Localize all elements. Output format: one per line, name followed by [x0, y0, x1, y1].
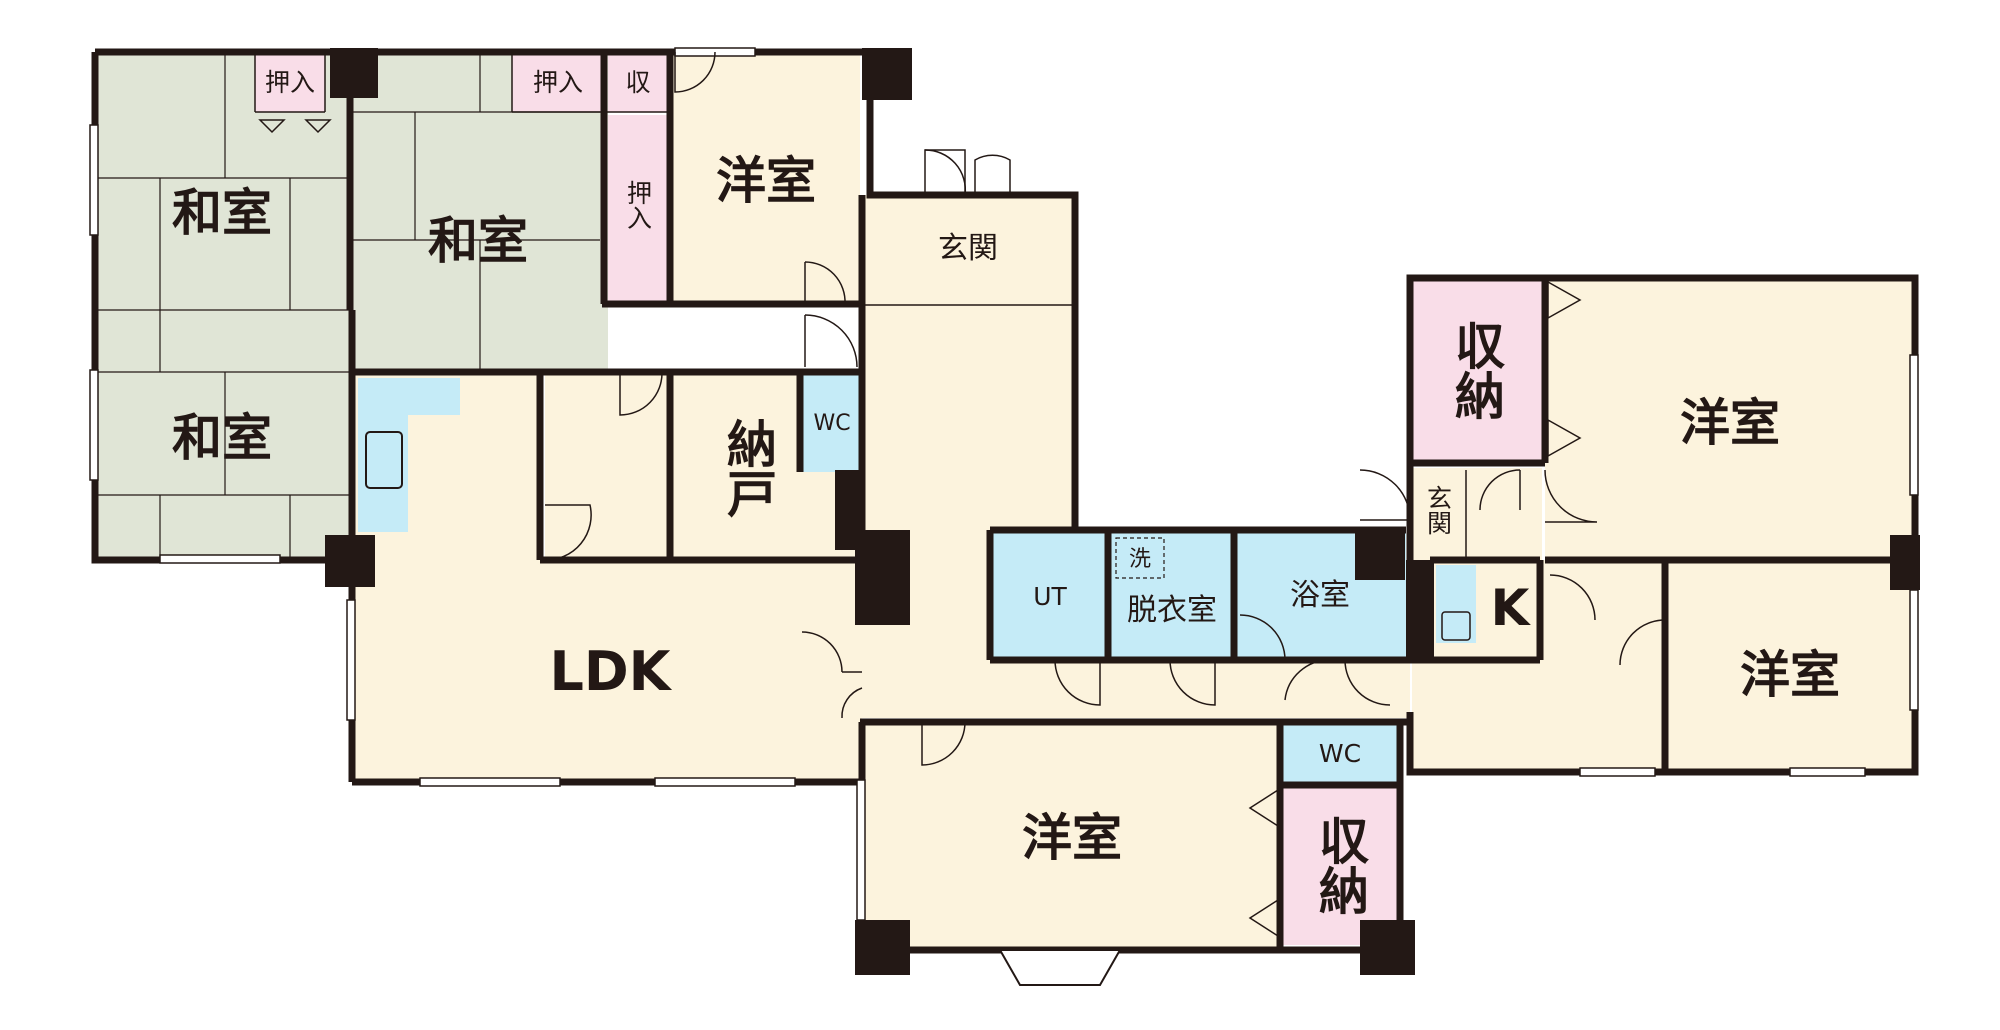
bay-window	[998, 949, 1122, 986]
oshiire-3-label: 押入	[624, 180, 653, 230]
kitchen-counter	[358, 378, 460, 532]
wc-1-label: WC	[813, 411, 850, 436]
door-swings	[544, 51, 1666, 766]
yoshitsu-bottom-label: 洋室	[1022, 809, 1122, 867]
yoshitsu-right-small-label: 洋室	[1740, 646, 1840, 704]
shuno-bottom-label: 収納	[1311, 815, 1369, 915]
washer-space	[1115, 537, 1165, 579]
room-fills	[95, 52, 1915, 950]
labels: 和室 和室 和室 押入 押入 収 押入 洋室 玄関 LDK 納戸 WC UT 洗…	[172, 68, 1840, 915]
shu-floor	[608, 52, 670, 112]
pillars	[325, 48, 1920, 975]
datsuishitsu-label: 脱衣室	[1127, 593, 1217, 628]
closet-doors	[258, 119, 1582, 938]
ut-floor	[990, 532, 1108, 657]
yoshitsu-top-label: 洋室	[716, 152, 816, 210]
wc-2-label: WC	[1319, 739, 1361, 768]
genkan-label: 玄関	[938, 231, 998, 266]
shu-label: 収	[625, 68, 650, 97]
yokushitsu-label: 浴室	[1290, 578, 1350, 613]
oshiire-1-floor	[255, 52, 325, 112]
wc-2-floor	[1280, 722, 1398, 782]
wc-1-floor	[802, 372, 862, 472]
yoshitsu-right-big-floor	[1545, 278, 1915, 560]
shuno-bottom-floor	[1280, 785, 1398, 945]
nando-label: 納戸	[719, 418, 777, 518]
datsuishitsu-floor	[1110, 532, 1232, 657]
oshiire-2-label: 押入	[533, 68, 583, 97]
ldk-label: LDK	[549, 640, 672, 703]
k-label: K	[1491, 579, 1532, 637]
shuno-right-label: 収納	[1447, 320, 1505, 420]
kitchen-sink-basin	[365, 431, 403, 489]
washitsu-1-label: 和室	[172, 184, 272, 242]
washitsu-3-label: 和室	[172, 409, 272, 467]
yoshitsu-top-floor	[672, 52, 860, 304]
oshiire-3-floor	[608, 115, 670, 305]
sen-label: 洗	[1129, 547, 1151, 572]
ut-label: UT	[1033, 582, 1067, 611]
shuno-right-floor	[1412, 278, 1542, 463]
oshiire-2-floor	[512, 52, 602, 112]
oshiire-1-label: 押入	[265, 68, 315, 97]
ldk-floor	[352, 372, 862, 782]
yoshitsu-right-small-floor	[1665, 562, 1915, 772]
kitchen-2-basin	[1441, 611, 1471, 641]
yoshitsu-bottom-floor	[862, 722, 1278, 950]
washitsu-3-floor	[95, 310, 350, 560]
genkan-2-label: 玄関	[1424, 485, 1453, 535]
yoshitsu-right-big-label: 洋室	[1680, 394, 1780, 452]
washitsu-2-label: 和室	[428, 212, 528, 270]
